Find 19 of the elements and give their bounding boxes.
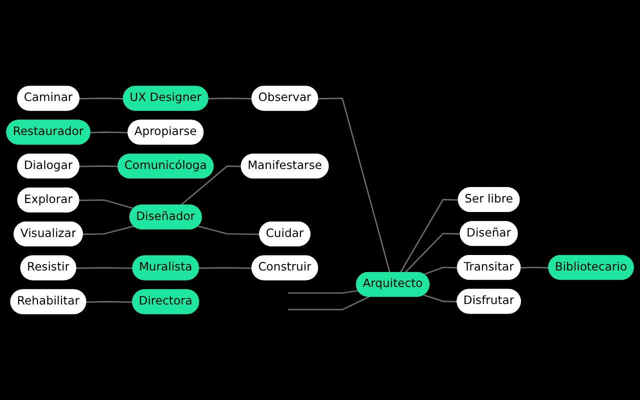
connector	[76, 267, 134, 269]
connector	[423, 266, 458, 276]
connector	[400, 198, 459, 274]
connector	[520, 266, 549, 268]
connector	[90, 132, 128, 134]
connector	[198, 267, 252, 269]
connector	[288, 296, 370, 310]
connector	[86, 301, 133, 303]
connector	[79, 165, 118, 168]
connector	[318, 98, 391, 273]
connector	[208, 98, 252, 100]
connector	[198, 226, 260, 235]
connector	[82, 226, 134, 235]
connector	[423, 294, 458, 302]
connector	[404, 232, 461, 274]
connector	[79, 199, 134, 210]
connector	[79, 98, 124, 100]
connector	[180, 165, 242, 206]
connector	[288, 290, 358, 294]
